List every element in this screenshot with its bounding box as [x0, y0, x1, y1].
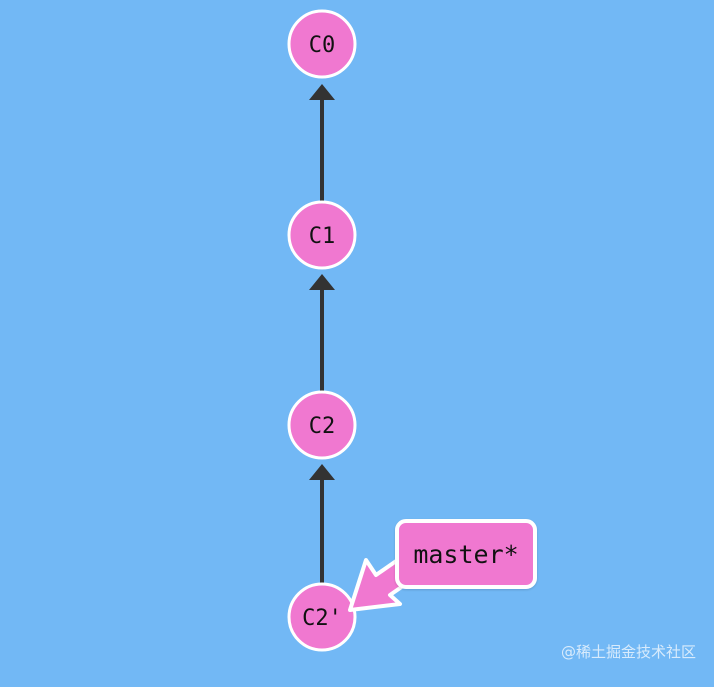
commit-node-c2[interactable]: C2	[287, 390, 357, 460]
edge-c2p-to-c2	[309, 464, 335, 586]
arrowhead-icon	[309, 84, 335, 100]
edge-c1-to-c0	[309, 84, 335, 206]
watermark: @稀土掘金技术社区	[560, 643, 696, 661]
branch-label: master*	[413, 540, 518, 569]
commit-label: C2'	[302, 606, 342, 631]
commit-circle[interactable]	[287, 9, 357, 79]
commit-circle[interactable]	[287, 390, 357, 460]
edge-c2-to-c1	[309, 274, 335, 396]
commit-label: C2	[309, 414, 336, 439]
commit-circle[interactable]	[287, 582, 357, 652]
commit-node-c2-prime[interactable]: C2'	[287, 582, 357, 652]
branch-master[interactable]: master*	[348, 519, 537, 612]
branch-label-box[interactable]	[395, 519, 537, 589]
edges	[309, 84, 335, 586]
commit-node-c1[interactable]: C1	[287, 200, 357, 270]
commit-label: C0	[309, 33, 336, 58]
commit-circle[interactable]	[287, 200, 357, 270]
commit-label: C1	[309, 224, 336, 249]
commit-node-c0[interactable]: C0	[287, 9, 357, 79]
arrowhead-icon	[309, 464, 335, 480]
arrowhead-icon	[309, 274, 335, 290]
